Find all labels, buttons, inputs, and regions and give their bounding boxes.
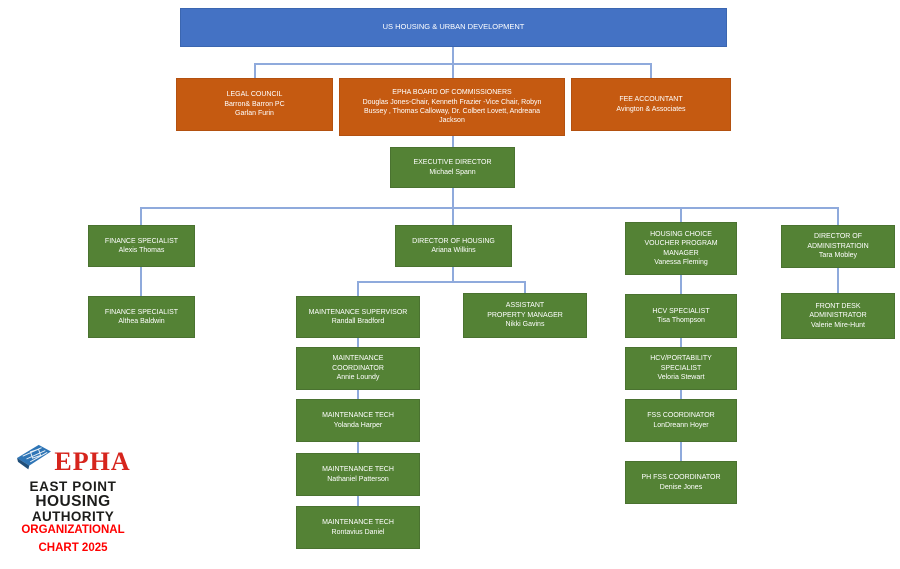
org-node-us-hud: US HOUSING & URBAN DEVELOPMENT (180, 8, 727, 47)
node-person: Randall Bradford (331, 318, 385, 325)
org-node-fss-coordinator: FSS COORDINATOR LonDreann Hoyer (625, 399, 737, 442)
connector-line (357, 281, 359, 296)
node-person: Nathaniel Patterson (327, 475, 389, 483)
node-person: Ariana Wilkins (431, 247, 476, 254)
connector-line (452, 188, 454, 208)
node-person: Nikki Gavins (505, 321, 545, 329)
org-node-maintenance-coordinator: MAINTENANCE COORDINATOR Annie Loundy (296, 347, 420, 390)
org-node-hcv-specialist: HCV SPECIALIST Tisa Thompson (625, 294, 737, 338)
node-title: LEGAL COUNCIL (226, 91, 283, 99)
node-person: Rontavius Daniel (331, 528, 385, 536)
node-title: ASSISTANT PROPERTY MANAGER (487, 302, 563, 319)
connector-line (357, 496, 359, 506)
node-title: PH FSS COORDINATOR (641, 474, 721, 482)
org-node-hcv-program-manager: HOUSING CHOICE VOUCHER PROGRAM MANAGER V… (625, 222, 737, 275)
logo-acronym: EPHA (54, 446, 131, 476)
org-node-maintenance-tech-2: MAINTENANCE TECH Nathaniel Patterson (296, 453, 420, 496)
connector-line (452, 136, 454, 147)
node-person: Vanessa Fleming (654, 258, 708, 266)
connector-line (680, 338, 682, 347)
node-title: FRONT DESK ADMINISTRATOR (809, 302, 867, 320)
node-members: Douglas Jones-Chair, Kenneth Frazier -Vi… (362, 98, 542, 125)
node-title: FINANCE SPECIALIST (104, 237, 179, 245)
org-node-fee-accountant: FEE ACCOUNTANT Avington & Associates (571, 78, 731, 131)
connector-line (837, 207, 839, 225)
node-title: HCV SPECIALIST (652, 307, 710, 315)
node-person: Garlan Furin (235, 110, 274, 118)
node-title: DIRECTOR OF ADMINISTRATIOIN (807, 233, 869, 250)
logo-line-authority: AUTHORITY (31, 508, 115, 524)
node-title: FINANCE SPECIALIST (104, 308, 179, 316)
node-title: MAINTENANCE SUPERVISOR (308, 308, 408, 316)
logo-line-housing: HOUSING (35, 493, 111, 511)
connector-line (140, 267, 142, 296)
node-person: Valerie Mire-Hunt (811, 321, 865, 329)
chart-caption: ORGANIZATIONAL CHART 2025 (8, 522, 138, 558)
node-org: Barron& Barron PC (224, 100, 285, 108)
node-title: MAINTENANCE TECH (322, 519, 394, 527)
org-node-assistant-property-manager: ASSISTANT PROPERTY MANAGER Nikki Gavins (463, 293, 587, 338)
node-person: Yolanda Harper (333, 421, 383, 429)
connector-line (524, 281, 526, 293)
org-node-ph-fss-coordinator: PH FSS COORDINATOR Denise Jones (625, 461, 737, 504)
caption-line-2: CHART 2025 (38, 541, 108, 554)
logo-line-east-point: EAST POINT (29, 479, 117, 494)
connector-line (452, 267, 454, 282)
connector-line (140, 207, 142, 225)
org-node-maintenance-supervisor: MAINTENANCE SUPERVISOR Randall Bradford (296, 296, 420, 338)
connector-line (680, 207, 682, 222)
org-node-hcv-portability-specialist: HCV/PORTABILITY SPECIALIST Veloria Stewa… (625, 347, 737, 390)
node-title: EXECUTIVE DIRECTOR (413, 159, 492, 167)
node-person: Alexis Thomas (118, 247, 165, 254)
connector-line (452, 47, 454, 64)
caption-line-1: ORGANIZATIONAL (21, 524, 125, 536)
node-person: LonDreann Hoyer (653, 421, 709, 429)
node-person: Denise Jones (659, 483, 703, 491)
node-title: HOUSING CHOICE VOUCHER PROGRAM MANAGER (644, 230, 718, 257)
connector-line (680, 390, 682, 399)
connector-line (680, 275, 682, 294)
node-title: DIRECTOR OF HOUSING (412, 237, 495, 245)
node-title: MAINTENANCE TECH (322, 412, 394, 420)
connector-line (357, 281, 526, 283)
connector-line (452, 63, 454, 78)
connector-line (357, 390, 359, 399)
org-node-legal-council: LEGAL COUNCIL Barron& Barron PC Garlan F… (176, 78, 333, 131)
connector-line (650, 63, 652, 78)
node-person: Tisa Thompson (657, 317, 705, 324)
node-title: EPHA BOARD OF COMMISSIONERS (392, 89, 512, 97)
node-person: Althea Baldwin (118, 318, 165, 325)
connector-line (680, 442, 682, 461)
node-title: HCV/PORTABILITY SPECIALIST (650, 355, 712, 372)
node-person: Veloria Stewart (657, 374, 705, 382)
node-person: Annie Loundy (336, 374, 380, 382)
org-node-maintenance-tech-1: MAINTENANCE TECH Yolanda Harper (296, 399, 420, 442)
node-title: FEE ACCOUNTANT (619, 96, 683, 104)
org-node-finance-specialist-1: FINANCE SPECIALIST Alexis Thomas (88, 225, 195, 267)
org-node-front-desk-administrator: FRONT DESK ADMINISTRATOR Valerie Mire-Hu… (781, 293, 895, 339)
blueprint-icon (15, 443, 53, 480)
connector-line (837, 268, 839, 293)
connector-line (357, 442, 359, 453)
org-node-maintenance-tech-3: MAINTENANCE TECH Rontavius Daniel (296, 506, 420, 549)
org-node-director-of-administration: DIRECTOR OF ADMINISTRATIOIN Tara Mobley (781, 225, 895, 268)
org-node-executive-director: EXECUTIVE DIRECTOR Michael Spann (390, 147, 515, 188)
node-title: US HOUSING & URBAN DEVELOPMENT (382, 22, 525, 32)
org-node-board-of-commissioners: EPHA BOARD OF COMMISSIONERS Douglas Jone… (339, 78, 565, 136)
node-person: Tara Mobley (818, 252, 858, 260)
epha-logo: EPHA EAST POINT HOUSING AUTHORITY (8, 443, 138, 524)
org-node-director-of-housing: DIRECTOR OF HOUSING Ariana Wilkins (395, 225, 512, 267)
connector-line (254, 63, 256, 78)
node-org: Avington & Associates (616, 105, 686, 113)
node-title: MAINTENANCE COORDINATOR (332, 355, 384, 372)
node-title: MAINTENANCE TECH (322, 466, 394, 474)
connector-line (357, 338, 359, 347)
node-person: Michael Spann (429, 168, 476, 176)
connector-line (452, 207, 454, 225)
node-title: FSS COORDINATOR (647, 412, 715, 420)
connector-line (140, 207, 839, 209)
org-node-finance-specialist-2: FINANCE SPECIALIST Althea Baldwin (88, 296, 195, 338)
